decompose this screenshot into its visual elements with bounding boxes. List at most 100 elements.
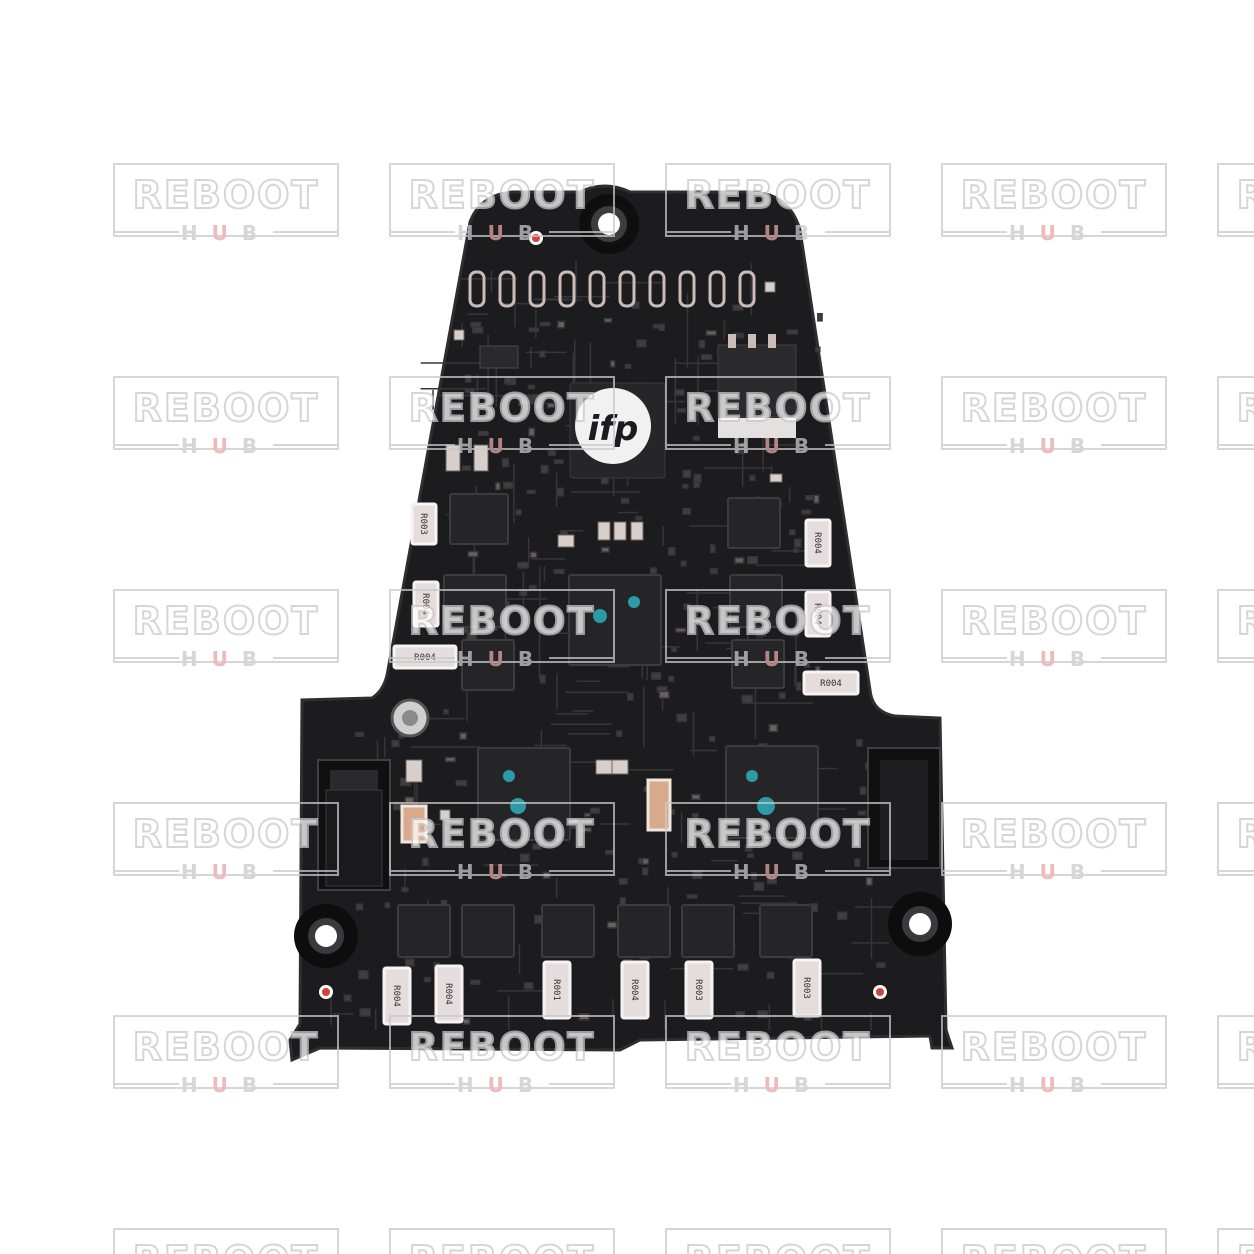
smd-dot: [667, 546, 676, 556]
smd-dot: [515, 509, 522, 516]
watermark-word: REBOOT: [685, 1238, 872, 1254]
smd-dot: [753, 881, 765, 892]
smd-dot: [526, 489, 536, 495]
smd-dot: [391, 739, 400, 748]
smd-dot: [746, 556, 758, 565]
smd-dot: [581, 827, 592, 833]
teal-dot: [503, 770, 515, 782]
smd-dot: [531, 393, 540, 402]
watermark-word: REBOOT: [961, 812, 1148, 856]
smd-dot: [404, 796, 415, 804]
watermark-sub: HUB: [181, 221, 271, 245]
watermark-frame: [1217, 802, 1254, 876]
smd-dot: [691, 793, 701, 801]
smd-dot: [796, 681, 802, 691]
ic-chip: [477, 747, 571, 841]
mounting-hole-left: [294, 904, 358, 968]
watermark-sub: HUB: [1009, 1073, 1099, 1097]
smd-dot: [540, 464, 549, 474]
smd-dot: [876, 962, 886, 968]
smd-dot: [358, 970, 369, 980]
resistor: [802, 670, 860, 696]
smd-dot: [459, 732, 468, 740]
watermark-sub: HUB: [1009, 434, 1099, 458]
resistor-marking: R004: [812, 532, 822, 554]
watermark-sub: HUB: [733, 860, 823, 884]
capacitor: [646, 778, 672, 832]
resistor: [804, 518, 832, 568]
ic-chip: [449, 493, 509, 545]
smd-dot: [467, 550, 479, 558]
smd-dot: [757, 1010, 769, 1019]
smd-dot: [461, 627, 470, 634]
watermark-word: REBOOT: [133, 386, 320, 430]
smd-part: [453, 329, 465, 341]
connector-pad: [648, 270, 666, 308]
ic-chip: [759, 904, 813, 958]
smd-dot: [503, 481, 514, 489]
smd-dot: [675, 627, 687, 633]
watermark-word: REBOOT: [133, 1025, 320, 1069]
ic-chip: [727, 497, 781, 549]
watermark-word: REBOOT: [409, 812, 596, 856]
resistor: [620, 960, 650, 1020]
watermark-frame: [1217, 589, 1254, 663]
watermark-word: REBOOT: [133, 1238, 320, 1254]
smd-dot: [651, 672, 662, 680]
watermark-word: REBOOT: [409, 599, 596, 643]
smd-dot: [606, 921, 618, 929]
smd-dot: [854, 858, 861, 867]
smd-dot: [442, 708, 449, 715]
smd-dot: [670, 646, 677, 652]
resistor: [804, 590, 832, 638]
watermark-frame: [665, 802, 891, 876]
watermark-frame: [113, 802, 339, 876]
watermark-sub: HUB: [181, 860, 271, 884]
watermark-word: REBOOT: [961, 173, 1148, 217]
watermark-word: REBOOT: [961, 599, 1148, 643]
watermark-sub: HUB: [181, 434, 271, 458]
smd-dot: [708, 735, 716, 743]
watermark-word: REBOOT: [133, 173, 320, 217]
smd-dot: [583, 812, 591, 818]
smd-dot: [741, 694, 753, 704]
smd-dot: [605, 849, 614, 855]
smd-dot: [404, 958, 415, 967]
smd-dot: [470, 979, 481, 985]
smd-dot: [732, 304, 744, 311]
smd-dot: [859, 786, 867, 795]
smd-dot: [768, 723, 779, 733]
smd-dot: [547, 450, 556, 457]
smd-dot: [737, 963, 749, 971]
smd-dot: [539, 350, 546, 358]
watermark-word: REBOOT: [133, 812, 320, 856]
smd-dot: [556, 487, 564, 497]
watermark-sub: HUB: [457, 860, 547, 884]
smd-dot: [528, 427, 536, 437]
fiducial-markers: [319, 231, 887, 999]
resistor-marking: R004: [391, 985, 401, 1007]
smd-dot: [535, 403, 544, 409]
smd-part: [557, 534, 575, 548]
smd-dot: [700, 354, 713, 361]
resistor-marking: R004: [443, 983, 453, 1005]
watermark-frame: [941, 376, 1167, 450]
smd-dot: [658, 323, 665, 332]
watermark-frame: [113, 163, 339, 237]
watermark-frame: [941, 1228, 1167, 1254]
smd-dot: [751, 872, 757, 880]
smd-dot: [600, 546, 610, 553]
smd-dot: [682, 507, 692, 515]
connector-pad: [498, 270, 516, 308]
watermark-sub: HUB: [733, 647, 823, 671]
smd-dot: [422, 857, 429, 867]
watermark-sub: HUB: [457, 221, 547, 245]
